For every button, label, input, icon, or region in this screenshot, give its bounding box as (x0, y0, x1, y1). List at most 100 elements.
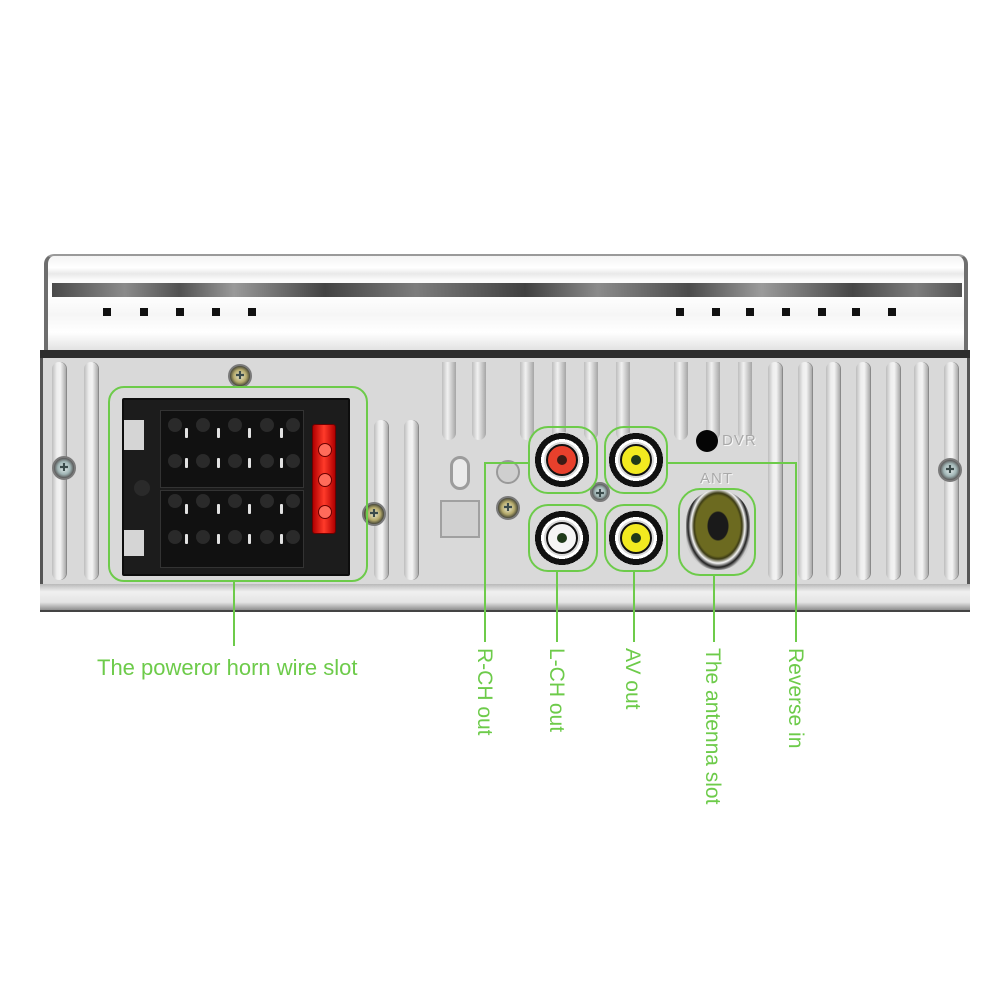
vent-slot (782, 308, 790, 316)
screw-icon (590, 482, 610, 502)
pin (280, 458, 283, 468)
heat-sink-rib (826, 362, 840, 580)
screw-icon (938, 458, 962, 482)
vent-slot (712, 308, 720, 316)
ant-embossed-label: ANT (700, 470, 733, 487)
pin-hole (260, 530, 274, 544)
callout-line-power-horn (233, 582, 235, 646)
fuse-icon (312, 424, 336, 534)
pin-hole (168, 418, 182, 432)
screw-icon (52, 456, 76, 480)
connector-pin-block-upper (160, 410, 304, 488)
callout-label-reverse-in: Reverse in (784, 648, 807, 749)
front-lip (40, 350, 970, 358)
pin-hole (260, 418, 274, 432)
heat-sink-rib (84, 362, 98, 580)
heat-sink-rib (738, 362, 752, 440)
pin (280, 428, 283, 438)
pin-hole (228, 530, 242, 544)
vent-slot (103, 308, 111, 316)
pin (217, 458, 220, 468)
vent-slot (818, 308, 826, 316)
callout-line-reverse-in (668, 462, 796, 464)
pin-hole (196, 530, 210, 544)
heat-sink-rib (914, 362, 928, 580)
heat-sink-rib (442, 362, 456, 440)
rca-core (557, 533, 567, 543)
pin-hole (134, 480, 150, 496)
callout-label-power-horn: The poweror horn wire slot (97, 655, 358, 680)
callout-label-r-ch-out: R-CH out (473, 648, 496, 736)
callout-line-l-ch-out (556, 572, 558, 642)
pin (185, 428, 188, 438)
callout-box-av-out (604, 504, 668, 572)
pin-hole (228, 494, 242, 508)
heat-sink-rib (706, 362, 720, 440)
pin (280, 504, 283, 514)
vent-slot (888, 308, 896, 316)
callout-line-reverse-in (795, 462, 797, 642)
connector-key (124, 420, 144, 450)
heat-sink-rib (674, 362, 688, 440)
heat-sink-rib (374, 420, 388, 580)
pin-hole (196, 454, 210, 468)
vent-slot (140, 308, 148, 316)
heat-sink-rib (768, 362, 782, 580)
pin-hole (260, 454, 274, 468)
pin (217, 428, 220, 438)
dvr-port[interactable] (696, 430, 718, 452)
screw-icon (228, 364, 252, 388)
callout-line-r-ch-out (484, 462, 528, 464)
pin-hole (196, 494, 210, 508)
fuse-contact (318, 473, 332, 487)
rca-core (631, 533, 641, 543)
callout-box-r-ch-out (528, 426, 598, 494)
pin-hole (260, 494, 274, 508)
fuse-contact (318, 443, 332, 457)
pin-hole (196, 418, 210, 432)
vent-slot (212, 308, 220, 316)
pin (217, 534, 220, 544)
vent-slot (746, 308, 754, 316)
pin-hole (228, 418, 242, 432)
callout-label-antenna: The antenna slot (701, 648, 724, 805)
pin-hole (286, 454, 300, 468)
heat-sink-rib (856, 362, 870, 580)
callout-line-antenna (713, 576, 715, 642)
heat-sink-rib (798, 362, 812, 580)
pin (248, 458, 251, 468)
pin (248, 504, 251, 514)
heat-sink-rib (404, 420, 418, 580)
heat-sink-rib (472, 362, 486, 440)
pin-hole (168, 530, 182, 544)
rca-insert-white (546, 522, 578, 554)
pin (185, 458, 188, 468)
mounting-slot (450, 456, 470, 490)
heat-sink-rib (584, 362, 598, 440)
rca-insert-yellow (620, 522, 652, 554)
heat-sink-rib (886, 362, 900, 580)
ground-post (496, 460, 520, 484)
heat-sink-rib (616, 362, 630, 440)
rca-core (631, 455, 641, 465)
pin (248, 534, 251, 544)
pin-hole (286, 530, 300, 544)
pin-hole (168, 494, 182, 508)
callout-box-power-horn (108, 386, 368, 582)
vent-slot (852, 308, 860, 316)
pin (280, 534, 283, 544)
callout-box-reverse-in (604, 426, 668, 494)
pin (217, 504, 220, 514)
callout-box-l-ch-out (528, 504, 598, 572)
rca-insert-yellow (620, 444, 652, 476)
pin (248, 428, 251, 438)
pin-hole (286, 418, 300, 432)
screw-icon (496, 496, 520, 520)
vent-slot (176, 308, 184, 316)
rca-core (557, 455, 567, 465)
heat-sink-rib (552, 362, 566, 440)
dvr-embossed-label: DVR (722, 432, 757, 449)
pin (185, 504, 188, 514)
bottom-shelf (40, 584, 970, 612)
callout-label-av-out: AV out (621, 648, 644, 710)
